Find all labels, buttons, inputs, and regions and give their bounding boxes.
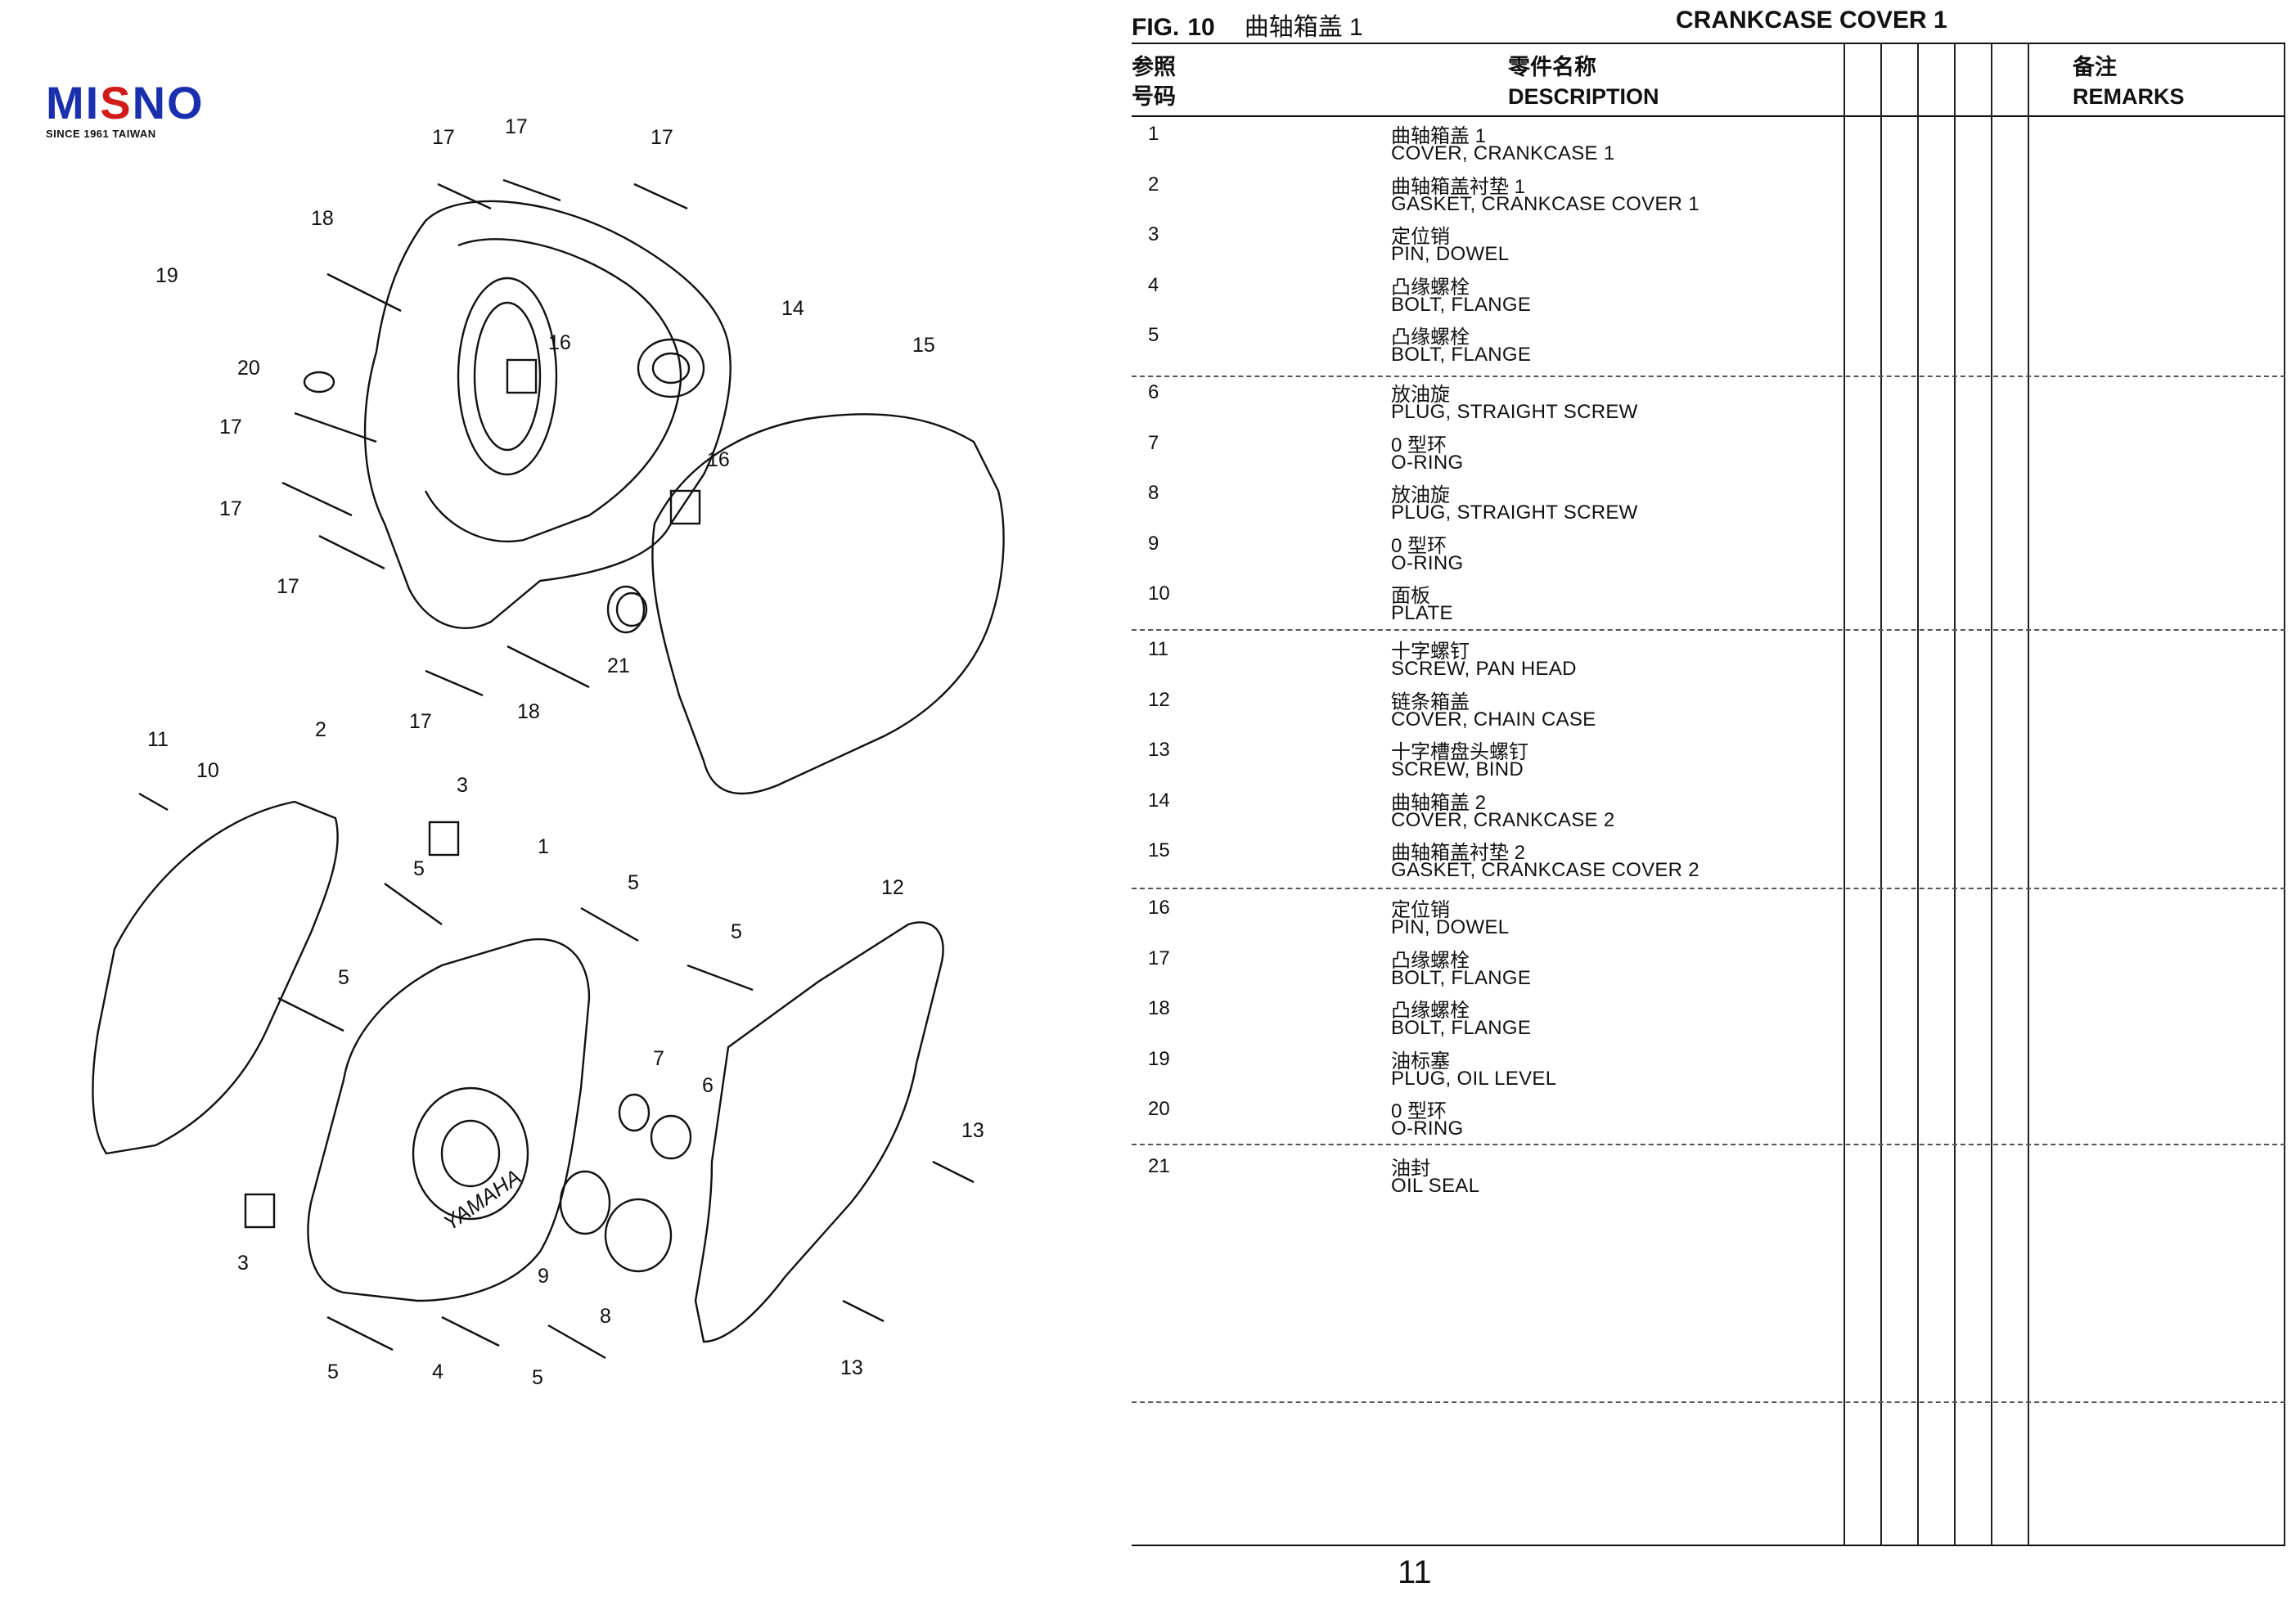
callout-1: 1	[538, 835, 549, 858]
figure-heading: FIG. 10 曲轴箱盖 1	[1132, 7, 1363, 43]
header-rule	[1132, 43, 2285, 44]
callout-12: 12	[881, 876, 904, 899]
callout-13: 13	[961, 1119, 984, 1142]
gasket-15-shape	[651, 413, 1005, 795]
callout-10: 10	[196, 759, 219, 782]
chain-case-cover-shape	[694, 921, 944, 1343]
group-separator	[1132, 1401, 2285, 1403]
callout-7: 7	[653, 1047, 664, 1070]
yamaha-cover-text: YAMAHA	[439, 1164, 525, 1235]
brand-wordmark: MISNO	[46, 77, 205, 128]
callout-3: 3	[457, 774, 468, 797]
callout-5: 5	[731, 920, 742, 943]
column-divider	[2028, 44, 2029, 1545]
column-header-ref: 参照号码	[1132, 55, 1176, 109]
page-number: 11	[1398, 1554, 1432, 1590]
callout-17: 17	[219, 497, 242, 520]
callout-14: 14	[781, 297, 804, 320]
callout-18: 18	[311, 207, 334, 230]
callout-2: 2	[315, 718, 326, 741]
callout-4: 4	[432, 1360, 443, 1383]
column-divider	[2284, 44, 2285, 1545]
column-divider	[1954, 44, 1956, 1545]
callout-5: 5	[338, 966, 349, 989]
diagram-callouts: 17 17 17 18 19 20 16 14 15 17 17 16 17 2…	[147, 115, 984, 1389]
crankcase-cover-2-shape	[363, 200, 732, 630]
column-divider	[1880, 44, 1882, 1545]
column-divider	[1917, 44, 1919, 1545]
callout-17: 17	[505, 115, 528, 138]
callout-18: 18	[517, 700, 540, 723]
fig-number: 10	[1187, 14, 1215, 41]
group-separator	[1132, 629, 2285, 631]
fig-title-cn: 曲轴箱盖 1	[1244, 14, 1363, 41]
callout-21: 21	[607, 654, 630, 677]
callout-13: 13	[840, 1356, 863, 1379]
table-bottom-rule	[1132, 1545, 2285, 1546]
callout-15: 15	[912, 334, 935, 357]
callout-8: 8	[600, 1305, 611, 1328]
group-separator	[1132, 376, 2285, 377]
callout-17: 17	[277, 575, 299, 598]
callout-5: 5	[327, 1360, 339, 1383]
callout-17: 17	[432, 126, 455, 149]
callout-17: 17	[219, 416, 242, 438]
group-separator	[1132, 1144, 2285, 1145]
brand-tagline: SINCE 1961 TAIWAN	[46, 128, 156, 140]
callout-5: 5	[532, 1366, 543, 1389]
callout-3: 3	[237, 1252, 249, 1275]
column-divider	[1844, 44, 1845, 1545]
callout-19: 19	[155, 264, 178, 287]
diagram-drawing: YAMAHA 17 17 17 18 19 20 16 14 15 17 17 …	[92, 115, 1005, 1389]
callout-20: 20	[237, 357, 260, 380]
exploded-diagram: YAMAHA 17 17 17 18 19 20 16 14 15 17 17 …	[0, 0, 1121, 1606]
fig-label: FIG.	[1132, 14, 1180, 41]
column-divider	[1991, 44, 1992, 1545]
crankcase-cover-1-shape	[307, 938, 591, 1302]
fig-title-en: CRANKCASE COVER 1	[1676, 7, 1947, 34]
brand-logo: MISNO SINCE 1961 TAIWAN	[46, 77, 205, 141]
callout-17: 17	[651, 126, 673, 149]
callout-17: 17	[409, 710, 432, 733]
callout-9: 9	[538, 1265, 549, 1288]
callout-16: 16	[548, 331, 571, 354]
callout-16: 16	[707, 448, 730, 471]
callout-6: 6	[702, 1074, 714, 1097]
callout-11: 11	[147, 728, 169, 751]
callout-5: 5	[628, 871, 639, 894]
table-header-rule	[1132, 115, 2285, 117]
group-separator	[1132, 888, 2285, 889]
callout-5: 5	[413, 857, 425, 880]
gasket-2-shape	[92, 800, 339, 1155]
